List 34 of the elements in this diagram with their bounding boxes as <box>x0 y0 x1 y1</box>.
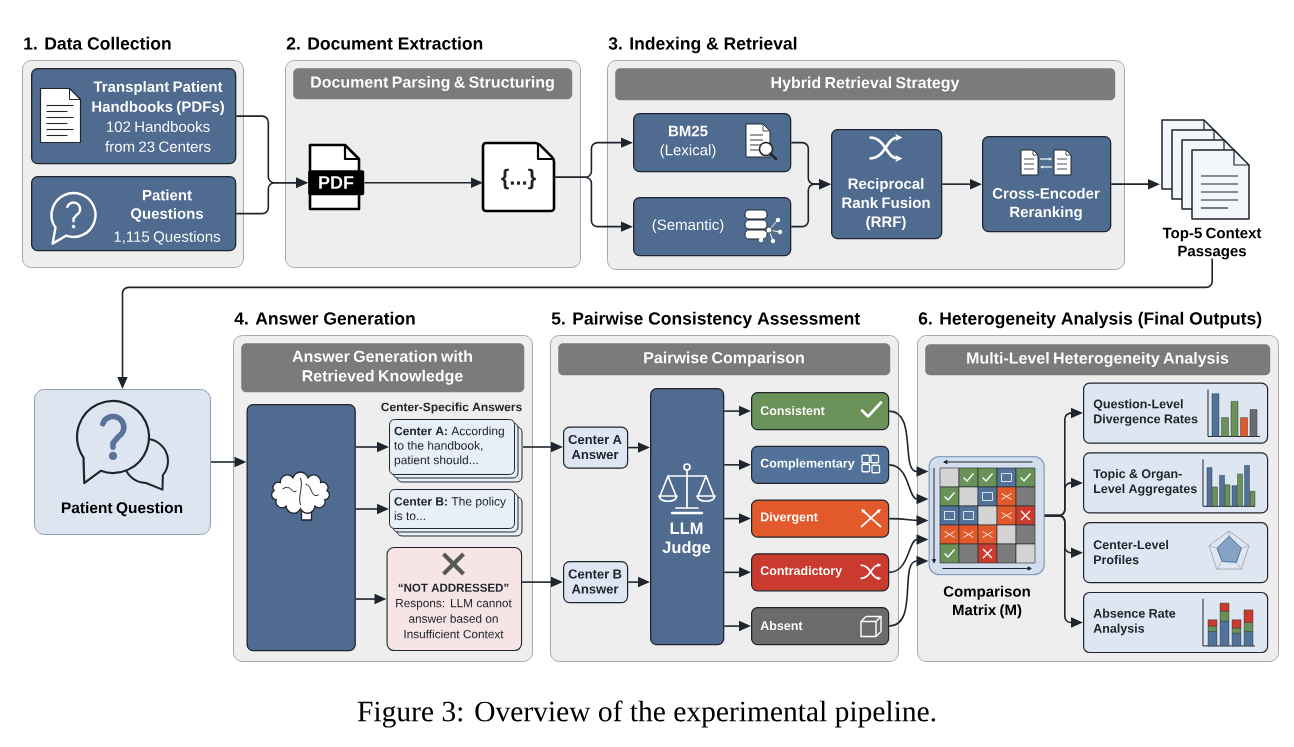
answer-card: Center B: The policy is to... <box>389 489 523 537</box>
header-band: Hybrid Retrieval Strategy <box>615 68 1116 101</box>
answer-card: Center A: According to the handbook, patient should... <box>389 419 523 483</box>
process-box: (Semantic) <box>633 197 792 257</box>
answer-box: Center B Answer <box>563 561 629 604</box>
category-box: Contradictory <box>751 553 890 592</box>
header-band: Pairwise Comparison <box>558 343 891 376</box>
group-label: Center-Specific Answers <box>381 402 522 414</box>
matrix-label: Comparison Matrix (M) <box>943 585 1030 619</box>
section-heading: 1. Data Collection <box>24 36 171 50</box>
node-label: Top-5 Context Passages <box>1162 227 1262 260</box>
document-stack: Top-5 Context Passages <box>1161 119 1262 260</box>
section-heading: 6. Heterogeneity Analysis (Final Outputs) <box>918 311 1262 329</box>
category-box: Complementary <box>751 445 890 484</box>
process-box: BM25 (Lexical) <box>633 113 792 173</box>
section-heading: 3. Indexing & Retrieval <box>608 36 797 54</box>
header-band: Document Parsing & Structuring <box>293 68 573 100</box>
pdf-document: PDF <box>308 143 365 211</box>
category-box: Consistent <box>751 392 890 431</box>
output-box: Center-Level Profiles <box>1083 522 1269 584</box>
process-box: Cross-Encoder Reranking <box>982 136 1112 233</box>
category-box: Absent <box>751 607 890 646</box>
process-box: Patient Questions 1,115 Questions <box>31 176 237 252</box>
answer-card: “NOT ADDRESSED” Respons: LLM cannot answer based on Insufficient Context <box>386 547 523 652</box>
answer-box: Center A Answer <box>563 426 629 469</box>
section-heading: 5. Pairwise Consistency Assessment <box>551 311 860 329</box>
header-band: Multi-Level Heterogeneity Analysis <box>925 344 1271 376</box>
section-heading: 4. Answer Generation <box>234 311 415 325</box>
category-box: Divergent <box>751 499 890 538</box>
process-box: LLM Judge <box>650 388 725 646</box>
section-heading: 2. Document Extraction <box>286 36 483 50</box>
header-band: Answer Generation with Retrieved Knowledge <box>241 343 525 393</box>
process-box: Reciprocal Rank Fusion (RRF) <box>831 129 943 240</box>
figure-caption: Figure 3: Overview of the experimental pipeline. <box>357 700 936 728</box>
